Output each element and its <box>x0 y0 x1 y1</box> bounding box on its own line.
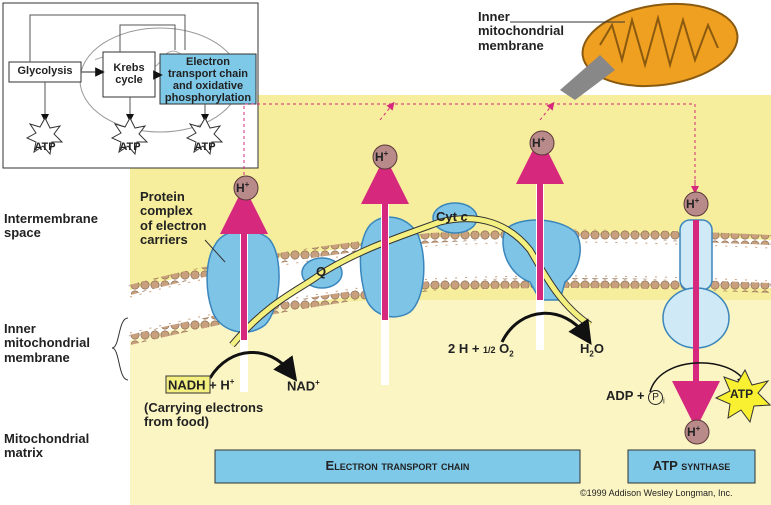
cytc-label: Cyt c <box>436 209 468 224</box>
nad-product: NAD+ <box>287 378 320 394</box>
matrix-line-2: matrix <box>4 445 44 461</box>
water-formation-arrow <box>500 311 592 345</box>
atp-synthase-banner <box>627 449 756 484</box>
hplus-label-5: H+ <box>687 424 701 439</box>
inner-membrane-callout-line-1: Inner <box>478 9 510 24</box>
inner-membrane-callout-line-2: mitochondrial <box>478 23 564 39</box>
pi-sub: i <box>663 396 665 406</box>
nad-text: NAD <box>287 378 316 394</box>
pi-circle: P <box>648 390 664 405</box>
atp-product-label: ATP <box>730 387 754 401</box>
inset-etc-line-3: and oxidative <box>172 80 244 93</box>
hplus-bubble-2 <box>372 144 398 170</box>
carrying-line-2: from food) <box>144 414 209 430</box>
inner-membrane-line-1: Inner <box>4 321 36 336</box>
inner-membrane-callout-line-3: membrane <box>478 37 544 53</box>
hplus-label-1: H+ <box>236 180 250 195</box>
copyright-label: ©1999 Addison Wesley Longman, Inc. <box>580 488 733 498</box>
inset-atp-2: ATP <box>119 141 141 153</box>
protein-complex-line-2: complex <box>140 203 193 219</box>
protein-complex-line-1: Protein <box>140 189 185 204</box>
protein-complex-line-3: of electron <box>140 217 207 233</box>
plus-h-sup: + <box>229 377 235 386</box>
cytc-main: Cyt <box>436 209 461 224</box>
water-o: O <box>593 341 604 356</box>
oxygen-a: 2 H + <box>448 341 484 356</box>
proton-circulation-path <box>243 103 696 190</box>
q-label: Q <box>316 264 327 279</box>
mitochondrion-icon <box>560 2 739 100</box>
inner-membrane-line-3: membrane <box>4 349 70 365</box>
inset-krebs-line-2: cycle <box>115 74 143 87</box>
hplus-1-sup: + <box>244 180 250 189</box>
hplus-5-sup: + <box>695 424 701 433</box>
inset-glycolysis-label: Glycolysis <box>17 65 73 77</box>
inset-atp-1: ATP <box>34 141 56 153</box>
protein-complex-line-4: carriers <box>140 231 188 247</box>
hplus-bubble-4 <box>683 191 709 217</box>
adp-text: ADP + <box>606 388 649 403</box>
hplus-3-text: H <box>532 136 541 150</box>
water-product: H2O <box>580 341 604 359</box>
carrying-line-1: (Carrying electrons <box>144 400 264 415</box>
water-sub: 2 <box>589 349 594 359</box>
etc-banner <box>214 449 581 484</box>
intermembrane-line-1: Intermembrane <box>4 211 98 226</box>
hplus-4-text: H <box>686 197 695 211</box>
plus-h-text: + H <box>205 377 230 393</box>
atp-synthase-banner-label: ATP synthase <box>652 458 731 473</box>
hplus-label-2: H+ <box>375 149 389 164</box>
protein-complex-pointer <box>204 239 226 263</box>
carrying-electrons-label: (Carrying electrons from food) <box>144 400 264 430</box>
hplus-2-text: H <box>375 150 384 164</box>
nadh-oxidation-arrow <box>208 350 298 382</box>
atp-formation-arrow <box>649 362 748 393</box>
nad-sup: + <box>315 378 320 387</box>
hplus-5-text: H <box>687 425 696 439</box>
inner-membrane-line-2: mitochondrial <box>4 335 90 351</box>
oxygen-half: 1/2 <box>483 345 496 355</box>
inner-membrane-label: Inner mitochondrial membrane <box>4 321 90 365</box>
intermembrane-space-label: Intermembrane space <box>4 211 98 241</box>
inset-krebs-label: Krebs cycle <box>106 62 152 86</box>
hplus-label-4: H+ <box>686 196 700 211</box>
nadh-reactant: NADH + H+ <box>168 377 235 393</box>
hplus-2-sup: + <box>383 149 389 158</box>
hplus-bubble-1 <box>233 175 259 201</box>
protein-complex-label: Protein complex of electron carriers <box>140 189 207 247</box>
inset-overview <box>2 2 259 169</box>
inset-etc-line-4: phosphorylation <box>164 92 252 105</box>
oxygen-reactant: 2 H + 1/2 O2 <box>448 341 514 359</box>
inset-etc-label: Electron transport chain and oxidative p… <box>162 56 254 104</box>
matrix-line-1: Mitochondrial <box>4 431 90 446</box>
nadh-text: NADH <box>168 377 206 393</box>
cytc-italic: c <box>460 209 468 224</box>
inset-etc-line-2: transport chain <box>167 68 249 81</box>
hplus-4-sup: + <box>694 196 700 205</box>
hplus-3-sup: + <box>540 135 546 144</box>
oxygen-o: O <box>495 341 510 356</box>
inset-atp-3: ATP <box>194 141 216 153</box>
oxygen-sub: 2 <box>509 349 514 359</box>
inner-membrane-callout: Inner mitochondrial membrane <box>478 9 564 53</box>
membrane-brace <box>111 317 129 381</box>
atp-product-star <box>714 368 771 424</box>
intermembrane-line-2: space <box>4 225 41 241</box>
nadh-box <box>165 375 211 394</box>
inset-etc-line-1: Electron <box>185 56 230 68</box>
hplus-bubble-5 <box>684 419 710 445</box>
hplus-bubble-3 <box>529 130 555 156</box>
etc-banner-label: Electron transport chain <box>325 458 470 473</box>
water-h: H <box>580 341 590 356</box>
hplus-label-3: H+ <box>532 135 546 150</box>
hplus-1-text: H <box>236 181 245 195</box>
mitochondrial-matrix-label: Mitochondrial matrix <box>4 431 90 461</box>
inset-krebs-line-1: Krebs <box>113 62 145 74</box>
